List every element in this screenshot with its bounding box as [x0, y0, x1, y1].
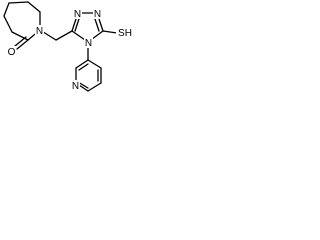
bond	[87, 59, 102, 69]
triazole-n4-label: N	[85, 38, 92, 49]
bond	[8, 1, 29, 4]
thiol-label: SH	[118, 28, 132, 39]
bond	[75, 59, 89, 69]
bond	[3, 2, 10, 17]
bond	[27, 1, 41, 13]
triazole-n1-label: N	[74, 9, 81, 20]
methylene-linker	[39, 29, 73, 41]
atom-thiol: SH	[116, 27, 134, 39]
azepanone-ring	[3, 1, 41, 41]
pyridine-nitrogen-label: N	[72, 81, 79, 92]
atom-triazole-n4: N	[84, 37, 93, 49]
molecule-structure-diagram: O N N N N N SH	[3, 1, 134, 92]
bond	[16, 39, 29, 50]
thiol-bond	[102, 30, 118, 34]
atom-lactam-nitrogen: N	[35, 25, 44, 37]
atom-triazole-n1: N	[73, 8, 82, 20]
triazole-n2-label: N	[94, 9, 101, 20]
atom-triazole-n2: N	[93, 8, 102, 20]
atom-pyridine-nitrogen: N	[71, 80, 80, 92]
bond	[55, 30, 73, 41]
carbonyl-bond	[14, 36, 29, 50]
bond	[3, 15, 13, 33]
atom-oxygen: O	[7, 46, 16, 58]
bond	[78, 63, 89, 71]
oxygen-label: O	[8, 47, 16, 58]
pyridine-ring	[75, 59, 102, 92]
bond	[87, 82, 102, 92]
bond	[14, 36, 27, 47]
lactam-nitrogen-label: N	[36, 26, 43, 37]
bond	[11, 31, 29, 41]
